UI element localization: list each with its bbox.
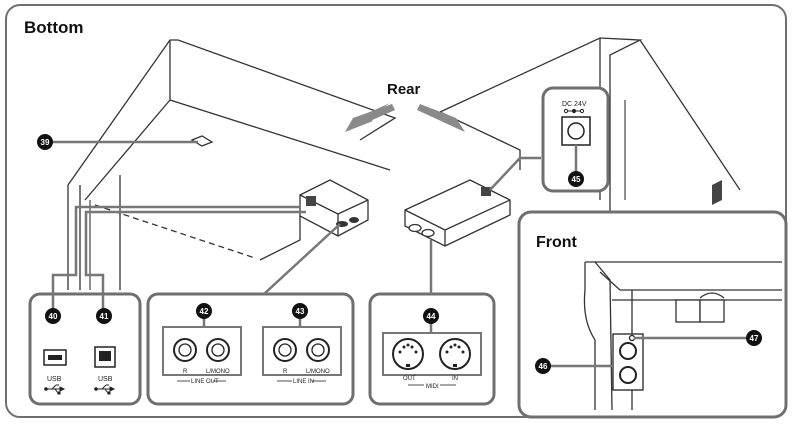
callout-44: 44 — [423, 308, 439, 324]
midi-in-label: IN — [452, 376, 458, 382]
usb-a-tongue-icon — [48, 355, 62, 360]
line-out-group-box — [162, 326, 242, 376]
callout-42-number: 42 — [200, 307, 209, 316]
line-jacks — [173, 338, 330, 362]
callout-46-number: 46 — [539, 362, 548, 371]
line-out-label: LINE OUT — [191, 379, 219, 385]
dc-socket-icon — [567, 122, 585, 140]
dc-polarity-symbol — [563, 108, 585, 114]
midi-in-port-icon[interactable] — [439, 338, 471, 370]
usb-b-label: USB — [98, 376, 113, 383]
midi-label: MIDI — [426, 384, 439, 390]
front-piano-drawing — [583, 261, 782, 411]
callout-43-number: 43 — [296, 307, 305, 316]
line-in-r-label: R — [283, 369, 288, 375]
line-in-group-box — [262, 326, 342, 376]
line-out-r-label: R — [183, 369, 188, 375]
line-in-label: LINE IN — [293, 379, 314, 385]
usb-symbol-icon — [94, 384, 116, 395]
midi-out-label: OUT — [403, 376, 416, 382]
callout-44-number: 44 — [427, 312, 436, 321]
callout-39: 39 — [37, 134, 53, 150]
callout-47: 47 — [746, 330, 762, 346]
callout-42: 42 — [196, 303, 212, 319]
callout-43: 43 — [292, 303, 308, 319]
front-title: Front — [536, 234, 578, 251]
midi-pin-dots — [398, 343, 465, 367]
midi-out-port-icon[interactable] — [392, 338, 424, 370]
callout-41-number: 41 — [100, 312, 109, 321]
line-panel-frame — [146, 292, 355, 406]
rear-label: Rear — [387, 81, 421, 98]
callout-45-number: 45 — [572, 175, 581, 184]
dc-label: DC 24V — [562, 101, 587, 108]
rear-arrows — [345, 103, 465, 132]
bottom-title: Bottom — [24, 18, 83, 37]
callout-41: 41 — [96, 308, 112, 324]
callout-40: 40 — [45, 308, 61, 324]
line-out-l-label: L/MONO — [206, 369, 230, 375]
callout-46: 46 — [535, 358, 551, 374]
callout-45: 45 — [568, 171, 584, 187]
callout-47-number: 47 — [750, 334, 759, 343]
callout-leader-lines — [47, 140, 746, 368]
midi-ports — [392, 338, 471, 370]
callout-39-number: 39 — [41, 138, 50, 147]
usb-b-inner-icon — [99, 351, 111, 361]
callout-40-number: 40 — [49, 312, 58, 321]
line-in-l-label: L/MONO — [306, 369, 330, 375]
usb-a-label: USB — [47, 376, 62, 383]
usb-symbol-icon — [44, 384, 66, 395]
